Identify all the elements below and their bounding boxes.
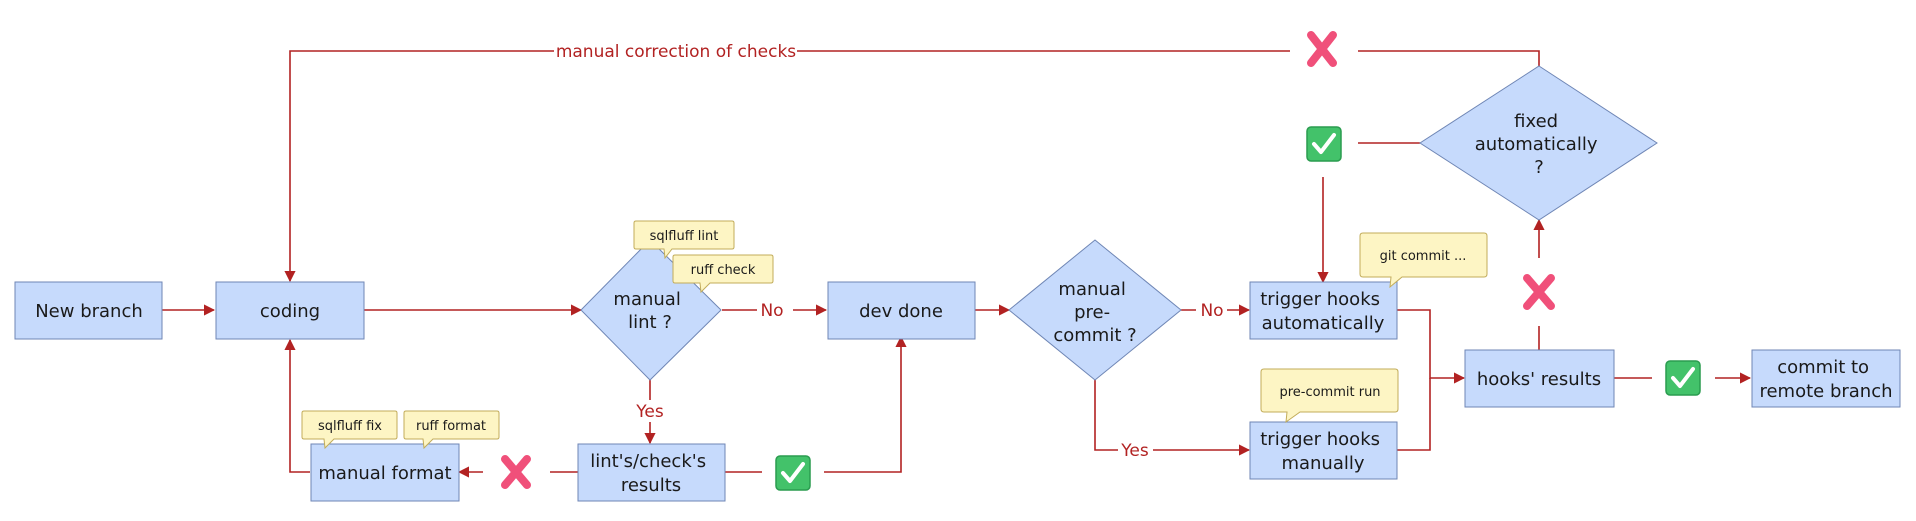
note-precommit-run-text: pre-commit run bbox=[1279, 385, 1380, 400]
edge-label-lint-yes: Yes bbox=[635, 402, 664, 422]
node-hooks-results-label: hooks' results bbox=[1477, 369, 1601, 390]
node-fixed-auto-label: fixed automatically ? bbox=[1475, 111, 1603, 178]
cross-icons bbox=[501, 31, 1555, 489]
node-lint-results-label: lint's/check's results bbox=[590, 451, 712, 496]
note-sqlfluff-lint-text: sqlfluff lint bbox=[650, 229, 719, 244]
node-coding-label: coding bbox=[260, 301, 320, 322]
node-new-branch-box bbox=[14, 281, 163, 340]
node-commit-remote-label: commit to remote branch bbox=[1759, 357, 1892, 402]
node-manual-lint-diamond bbox=[580, 239, 722, 381]
edge-auto-to-hooksresults bbox=[1397, 309, 1466, 384]
node-manual-lint-label: manual lint ? bbox=[613, 289, 686, 333]
node-lint-results-box bbox=[577, 443, 726, 502]
edge-precommit-yes-to-manual bbox=[1094, 380, 1249, 450]
checkmark-icon bbox=[1306, 126, 1342, 162]
note-sqlfluff-fix-text: sqlfluff fix bbox=[318, 419, 382, 434]
note-ruff-check-text: ruff check bbox=[691, 263, 756, 278]
notes: sqlfluff lint ruff check git commit ... … bbox=[301, 220, 1488, 450]
edge-label-manual-correction: manual correction of checks bbox=[556, 42, 796, 62]
node-manual-precommit-label: manual pre- commit ? bbox=[1053, 279, 1136, 346]
edge-label-precommit-yes: Yes bbox=[1120, 441, 1149, 461]
node-trigger-manual-box bbox=[1249, 421, 1398, 480]
nodes bbox=[14, 65, 1901, 502]
note-precommit-run: pre-commit run bbox=[1260, 368, 1399, 424]
checkmark-icon bbox=[775, 455, 811, 491]
note-sqlfluff-fix: sqlfluff fix bbox=[301, 410, 398, 450]
node-trigger-auto-label: trigger hooks automatically bbox=[1260, 289, 1385, 334]
cross-icon bbox=[1523, 274, 1555, 310]
cross-icon bbox=[1307, 31, 1337, 67]
node-trigger-auto-box bbox=[1249, 281, 1398, 340]
edge-label-to-coding bbox=[284, 50, 554, 283]
edge-fixedauto-to-cross-top bbox=[1358, 50, 1540, 66]
edges bbox=[162, 50, 1752, 478]
node-labels: New branch coding dev done manual lint ?… bbox=[35, 111, 1892, 496]
node-manual-format-box bbox=[310, 443, 460, 502]
check-icons bbox=[775, 126, 1701, 491]
node-dev-done-label: dev done bbox=[859, 301, 943, 322]
edge-label-lint-no: No bbox=[760, 301, 783, 321]
node-manual-format-label: manual format bbox=[318, 463, 451, 484]
node-fixed-auto-diamond bbox=[1419, 65, 1658, 221]
node-new-branch-label: New branch bbox=[35, 301, 143, 322]
edge-format-to-coding bbox=[284, 338, 310, 473]
node-dev-done-box bbox=[827, 281, 976, 340]
edge-labels: manual correction of checks No Yes No Ye… bbox=[556, 42, 1224, 461]
edge-manual-to-hooksresults bbox=[1397, 378, 1431, 451]
node-coding-box bbox=[215, 281, 365, 340]
note-sqlfluff-lint: sqlfluff lint bbox=[633, 220, 735, 260]
note-git-commit: git commit ... bbox=[1359, 232, 1488, 289]
node-manual-precommit-diamond bbox=[1008, 239, 1182, 381]
checkmark-icon bbox=[1665, 360, 1701, 396]
node-commit-remote-box bbox=[1751, 349, 1901, 408]
node-trigger-manual-label: trigger hooks manually bbox=[1260, 429, 1385, 474]
edge-label-precommit-no: No bbox=[1200, 301, 1223, 321]
edge-check-to-devdone bbox=[824, 335, 907, 473]
note-ruff-check: ruff check bbox=[672, 254, 774, 294]
cross-icon bbox=[501, 455, 531, 489]
note-ruff-format-text: ruff format bbox=[416, 419, 486, 434]
note-ruff-format: ruff format bbox=[403, 410, 500, 450]
note-git-commit-text: git commit ... bbox=[1380, 249, 1467, 264]
node-hooks-results-box bbox=[1464, 349, 1615, 408]
